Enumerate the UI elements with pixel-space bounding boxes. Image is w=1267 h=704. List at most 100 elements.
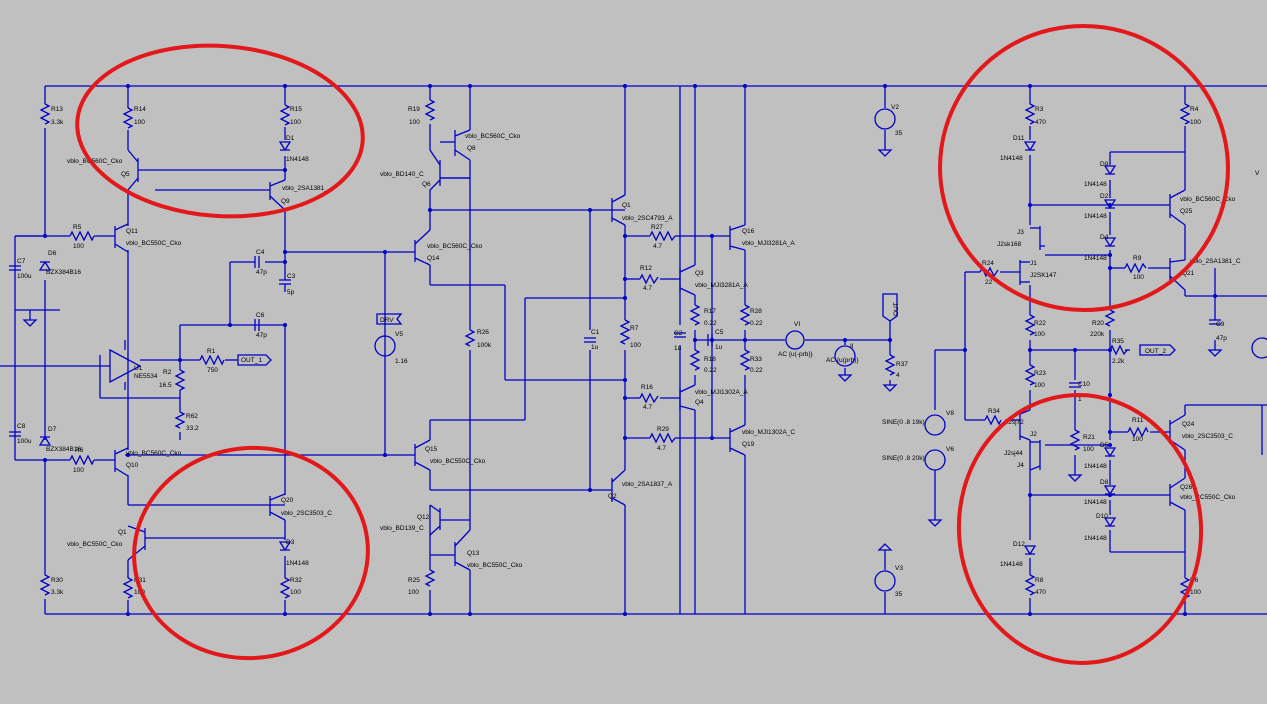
diode-d1 [278, 141, 292, 152]
transistor-q19 [729, 424, 746, 456]
highlight-annotations [75, 23, 1230, 665]
resistor-r16 [639, 392, 659, 404]
net-tags [237, 293, 1176, 366]
svg-text:1: 1 [1078, 396, 1082, 403]
net-tag-drv [376, 313, 403, 325]
resistor-r20 [1104, 309, 1116, 327]
net-tag-out2 [1139, 344, 1176, 356]
svg-text:100u: 100u [17, 438, 32, 445]
svg-text:100u: 100u [17, 273, 32, 280]
svg-text:Q10: Q10 [126, 462, 139, 469]
resistor-r35 [1109, 344, 1128, 356]
svg-text:R19: R19 [408, 106, 420, 113]
svg-text:C9: C9 [1216, 321, 1225, 328]
svg-text:D1: D1 [286, 135, 295, 142]
svg-text:C4: C4 [256, 249, 265, 256]
svg-text:R7: R7 [630, 325, 639, 332]
svg-text:22: 22 [985, 279, 993, 286]
svg-text:vblo_2SC3503_C: vblo_2SC3503_C [1182, 433, 1233, 440]
svg-text:vblo_2SA1837_A: vblo_2SA1837_A [622, 481, 673, 488]
svg-text:100: 100 [1190, 589, 1201, 596]
svg-text:R37: R37 [896, 361, 908, 368]
svg-text:D2: D2 [1100, 193, 1109, 200]
svg-text:vblo_2SA1381_: vblo_2SA1381_ [282, 185, 328, 192]
svg-text:0.22: 0.22 [704, 320, 717, 327]
svg-text:47p: 47p [256, 269, 267, 276]
svg-text:vblo_BC550C_Cko: vblo_BC550C_Cko [1180, 494, 1236, 501]
svg-text:100: 100 [1132, 436, 1143, 443]
current-source-ii [834, 345, 856, 367]
svg-text:C2: C2 [674, 330, 683, 337]
net-tag-out1 [237, 354, 272, 366]
svg-text:vblo_BD140_C: vblo_BD140_C [380, 171, 424, 178]
svg-text:1N4148: 1N4148 [1000, 561, 1023, 568]
svg-text:R4: R4 [1190, 106, 1199, 113]
grounds [22, 149, 1223, 551]
svg-text:D6: D6 [48, 250, 57, 257]
svg-text:OUT_2: OUT_2 [1145, 348, 1166, 355]
svg-text:C3: C3 [287, 273, 296, 280]
svg-text:U1: U1 [134, 365, 143, 372]
svg-text:3.3k: 3.3k [51, 119, 64, 126]
resistor-r23 [1024, 364, 1036, 386]
svg-text:V3: V3 [895, 565, 903, 572]
svg-text:1N4148: 1N4148 [1084, 535, 1107, 542]
svg-text:R20: R20 [1092, 320, 1104, 327]
svg-text:vblo_BC550C_Cko: vblo_BC550C_Cko [467, 562, 523, 569]
svg-text:C7: C7 [17, 258, 26, 265]
capacitor-c5 [707, 334, 713, 346]
svg-text:100: 100 [630, 342, 641, 349]
svg-text:Q6: Q6 [422, 181, 431, 188]
svg-text:J1: J1 [1030, 260, 1037, 267]
svg-text:R8: R8 [1035, 577, 1044, 584]
resistor-r18 [689, 349, 701, 371]
svg-text:Q15: Q15 [425, 446, 438, 453]
svg-text:J2sk168: J2sk168 [997, 241, 1022, 248]
svg-text:V2: V2 [891, 104, 899, 111]
svg-text:Q5: Q5 [121, 171, 130, 178]
capacitor-c9 [1209, 319, 1221, 325]
resistor-r37 [884, 354, 896, 376]
voltage-source-v6 [924, 449, 946, 471]
svg-text:D3: D3 [286, 539, 295, 546]
svg-text:Q21: Q21 [1182, 270, 1195, 277]
svg-text:D12: D12 [1013, 541, 1025, 548]
svg-text:1u: 1u [715, 344, 723, 351]
svg-text:vblo_BC550C_Cko: vblo_BC550C_Cko [430, 458, 486, 465]
svg-text:DRV: DRV [380, 317, 394, 324]
svg-text:100: 100 [290, 119, 301, 126]
svg-text:R22: R22 [1034, 320, 1046, 327]
svg-text:R18: R18 [704, 356, 716, 363]
svg-text:100: 100 [409, 119, 420, 126]
wires [0, 86, 1267, 614]
opamp-u1 [109, 348, 142, 384]
svg-text:vblo_BC560C_Cko: vblo_BC560C_Cko [67, 158, 123, 165]
diode-d3 [278, 541, 292, 552]
svg-text:220k: 220k [1090, 331, 1105, 338]
transistor-q20 [269, 493, 286, 521]
resistor-r7 [619, 319, 631, 345]
resistor-r34 [984, 414, 1002, 426]
resistor-r22 [1024, 314, 1036, 336]
svg-text:R5: R5 [73, 224, 82, 231]
svg-text:R29: R29 [657, 426, 669, 433]
resistor-r8 [1024, 574, 1036, 596]
highlight-ellipse-bottom-left [132, 445, 370, 661]
resistor-r29 [649, 432, 676, 444]
svg-text:1N4148: 1N4148 [1084, 181, 1107, 188]
resistor-r4 [1179, 103, 1191, 125]
transistor-q15 [414, 439, 431, 471]
svg-text:R28: R28 [750, 308, 762, 315]
svg-text:0.22: 0.22 [750, 320, 763, 327]
svg-text:vblo_BC550C_Cko: vblo_BC550C_Cko [67, 541, 123, 548]
svg-text:SINE(0 .8 20k): SINE(0 .8 20k) [882, 455, 925, 462]
resistor-r1 [199, 354, 225, 366]
svg-text:1N4148: 1N4148 [286, 560, 309, 567]
transistor-q3 [679, 264, 696, 296]
net-tag-out [882, 293, 898, 322]
svg-text:100: 100 [290, 589, 301, 596]
svg-text:R11: R11 [1132, 417, 1144, 424]
svg-text:Q2: Q2 [608, 493, 617, 500]
svg-text:0.22: 0.22 [704, 367, 717, 374]
